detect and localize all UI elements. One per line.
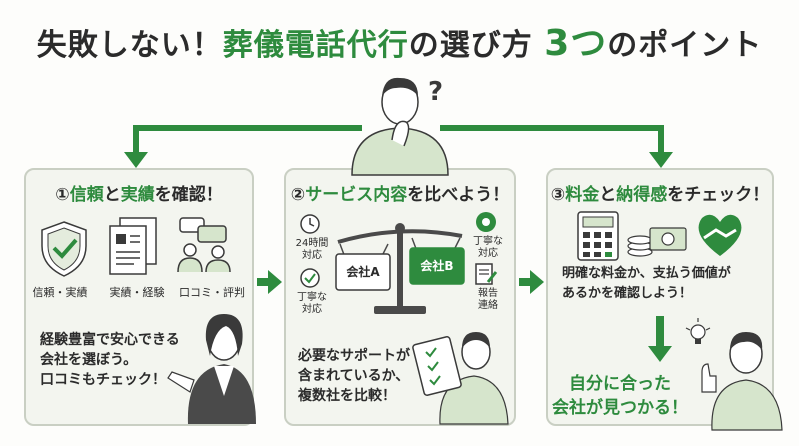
panel-3-body: 明確な料金か、支払う価値が あるかを確認しよう！ [562, 264, 731, 304]
gear-icon [476, 212, 496, 232]
report-icon [475, 263, 498, 285]
thinking-person-icon: ? [351, 77, 449, 176]
icon-label-reviews: 口コミ・評判 [179, 286, 245, 299]
panel-2-body-line-1: 必要なサポートが [298, 348, 410, 364]
balance-scale-icon: 会社A 会社B [335, 223, 465, 314]
panel-1-body-line-3: 口コミもチェック！ [40, 372, 166, 388]
arrow-head-left [124, 152, 148, 168]
panel-2-keyword: サービス内容 [305, 185, 408, 205]
feature-polite-right-line-2: 対応 [478, 248, 498, 259]
panel-3-title: ③料金と納得感をチェック！ [548, 180, 772, 205]
title-part-5: のポイント [607, 28, 763, 63]
panel-1-keyword-2: 実績 [120, 185, 155, 205]
conclusion-text: 自分に合った 会社が見つかる！ [552, 372, 688, 420]
panel-1-title: ①信頼と実績を確認！ [26, 180, 252, 205]
icon-label-experience: 実績・経験 [109, 286, 165, 299]
arrow-down-conclusion [648, 316, 672, 362]
reviews-icon [177, 217, 231, 273]
feature-polite-right-line-1: 丁寧な [473, 236, 503, 247]
panel-2-tail: を比べよう！ [407, 185, 510, 205]
panel-1-tail: を確認！ [154, 185, 223, 205]
handshake-heart-icon [698, 214, 742, 256]
clock-icon [300, 214, 320, 234]
title-part-1: 失敗しない！ [36, 28, 223, 63]
panel-1-number: ① [55, 185, 70, 205]
businesswoman-icon [167, 314, 256, 424]
title-part-2: 葬儀電話代行 [222, 28, 409, 63]
conclusion-line-2: 会社が見つかる！ [552, 398, 688, 418]
arrow-to-panel-3 [440, 125, 664, 158]
calculator-icon [577, 211, 619, 261]
panel-3-connector: と [599, 185, 617, 205]
panel-3-number: ③ [550, 185, 566, 205]
panel-1-body-line-1: 経験豊富で安心できる [40, 332, 180, 348]
panel-3-keyword-2: 納得感 [616, 185, 668, 205]
feature-polite-left-line-1: 丁寧な [297, 292, 327, 303]
panel-1-keyword-1: 信頼 [69, 185, 104, 205]
company-b-label: 会社B [420, 258, 453, 273]
panel-2-number: ② [290, 185, 306, 205]
company-b-box [409, 247, 465, 285]
title-part-3: の選び方 [408, 28, 533, 63]
panel-3-keyword-1: 料金 [565, 185, 600, 205]
thumbs-up-person-icon [701, 332, 783, 431]
panel-1-body: 経験豊富で安心できる 会社を選ぼう。 口コミもチェック！ [40, 330, 180, 390]
arrow-to-panel-1 [133, 125, 362, 158]
feature-polite-left-line-2: 対応 [302, 304, 322, 315]
money-icon [627, 227, 687, 257]
person-with-clipboard-icon [412, 332, 509, 425]
company-a-label: 会社A [346, 264, 380, 279]
panel-3-tail: をチェック！ [667, 185, 770, 205]
company-a-box [335, 253, 391, 291]
panel-1-connector: と [103, 185, 121, 205]
panel-2-body-line-3: 複数社を比較！ [298, 388, 396, 404]
panel-2-body-line-2: 含まれているか、 [298, 368, 410, 384]
page-title: 失敗しない！葬儀電話代行の選び方 3つのポイント [0, 14, 799, 66]
feature-24h-line-1: 24時間 [295, 238, 329, 249]
feature-polite-left: 丁寧な 対応 [292, 292, 332, 316]
documents-icon [109, 217, 157, 275]
shield-check-icon [41, 221, 87, 277]
panel-2-title: ②サービス内容を比べよう！ [286, 180, 514, 205]
feature-polite-right: 丁寧な 対応 [468, 236, 508, 260]
feature-report: 報告 連絡 [468, 288, 508, 312]
feature-report-line-2: 連絡 [478, 300, 498, 311]
svg-text:?: ? [428, 77, 443, 107]
panel-1-body-line-2: 会社を選ぼう。 [40, 352, 138, 368]
check-circle-icon [300, 268, 320, 288]
feature-24h-line-2: 対応 [302, 250, 322, 261]
title-part-4: 3つ [544, 23, 608, 64]
icon-label-trust: 信頼・実績 [32, 286, 88, 299]
arrow-panel-2-to-3 [519, 270, 544, 294]
feature-report-line-1: 報告 [478, 288, 498, 299]
arrow-head-right [649, 152, 673, 168]
panel-3-body-line-2: あるかを確認しよう！ [562, 286, 693, 301]
conclusion-line-1: 自分に合った [569, 374, 671, 394]
arrow-panel-1-to-2 [257, 270, 282, 294]
panel-2-body: 必要なサポートが 含まれているか、 複数社を比較！ [298, 346, 410, 406]
panel-3-body-line-1: 明確な料金か、支払う価値が [562, 266, 731, 281]
feature-24h: 24時間 対応 [292, 238, 332, 262]
lightbulb-icon [685, 318, 711, 344]
